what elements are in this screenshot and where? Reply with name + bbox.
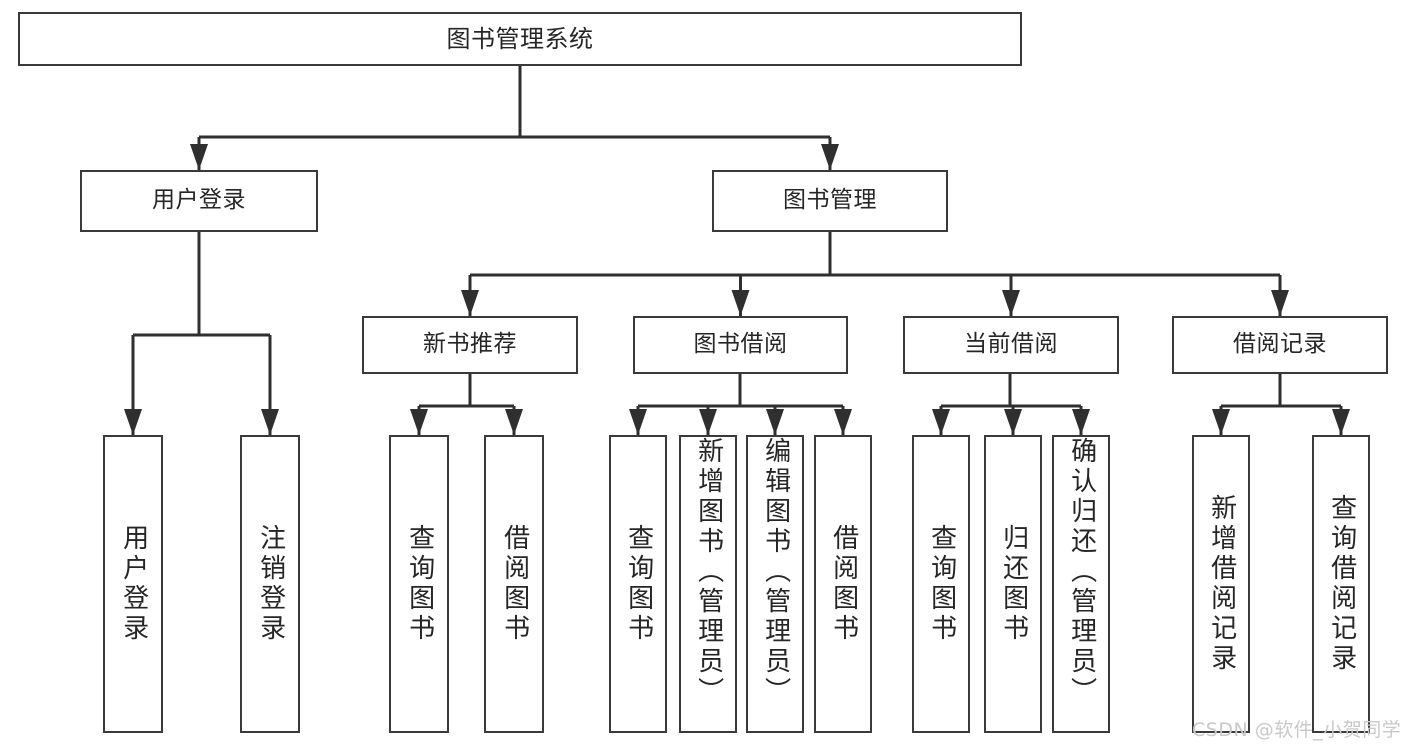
node-label: 用户登录 xyxy=(118,524,149,644)
node-l2-1[interactable]: 图书管理 xyxy=(712,170,948,232)
node-label: 借阅记录 xyxy=(1233,331,1327,358)
node-l3-3[interactable]: 借阅记录 xyxy=(1172,316,1388,374)
node-label: 当前借阅 xyxy=(964,331,1058,358)
node-label: 借阅图书 xyxy=(499,524,530,644)
node-label: 图书管理 xyxy=(783,187,877,214)
watermark-text: CSDN @软件_小贺同学 xyxy=(1192,719,1402,741)
node-l3-1[interactable]: 图书借阅 xyxy=(633,316,848,374)
node-label: 查询图书 xyxy=(926,524,957,644)
node-leaf-7[interactable]: 借阅图书 xyxy=(814,435,872,733)
node-leaf-2[interactable]: 查询图书 xyxy=(389,435,449,733)
node-label: 编辑图书（管理员） xyxy=(760,437,791,707)
node-leaf-8[interactable]: 查询图书 xyxy=(912,435,970,733)
node-label: 新增借阅记录 xyxy=(1206,494,1237,674)
node-label: 归还图书 xyxy=(998,524,1029,644)
node-leaf-4[interactable]: 查询图书 xyxy=(609,435,667,733)
node-root[interactable]: 图书管理系统 xyxy=(18,12,1022,66)
node-label: 新书推荐 xyxy=(423,331,517,358)
node-label: 图书管理系统 xyxy=(446,24,594,53)
node-label: 用户登录 xyxy=(152,187,246,214)
node-leaf-5[interactable]: 新增图书（管理员） xyxy=(679,435,737,733)
node-label: 注销登录 xyxy=(255,524,286,644)
node-leaf-1[interactable]: 注销登录 xyxy=(240,435,300,733)
node-label: 查询图书 xyxy=(404,524,435,644)
node-leaf-9[interactable]: 归还图书 xyxy=(984,435,1042,733)
node-label: 查询图书 xyxy=(623,524,654,644)
node-leaf-6[interactable]: 编辑图书（管理员） xyxy=(746,435,804,733)
node-leaf-0[interactable]: 用户登录 xyxy=(103,435,163,733)
node-l3-2[interactable]: 当前借阅 xyxy=(903,316,1119,374)
node-label: 查询借阅记录 xyxy=(1326,494,1357,674)
node-l3-0[interactable]: 新书推荐 xyxy=(362,316,578,374)
node-leaf-12[interactable]: 查询借阅记录 xyxy=(1312,435,1370,733)
node-label: 新增图书（管理员） xyxy=(693,437,724,707)
node-label: 确认归还（管理员） xyxy=(1066,437,1097,707)
node-label: 借阅图书 xyxy=(828,524,859,644)
node-leaf-3[interactable]: 借阅图书 xyxy=(484,435,544,733)
node-leaf-11[interactable]: 新增借阅记录 xyxy=(1192,435,1250,733)
node-label: 图书借阅 xyxy=(693,331,788,358)
node-leaf-10[interactable]: 确认归还（管理员） xyxy=(1052,435,1110,733)
node-l2-0[interactable]: 用户登录 xyxy=(80,170,318,232)
